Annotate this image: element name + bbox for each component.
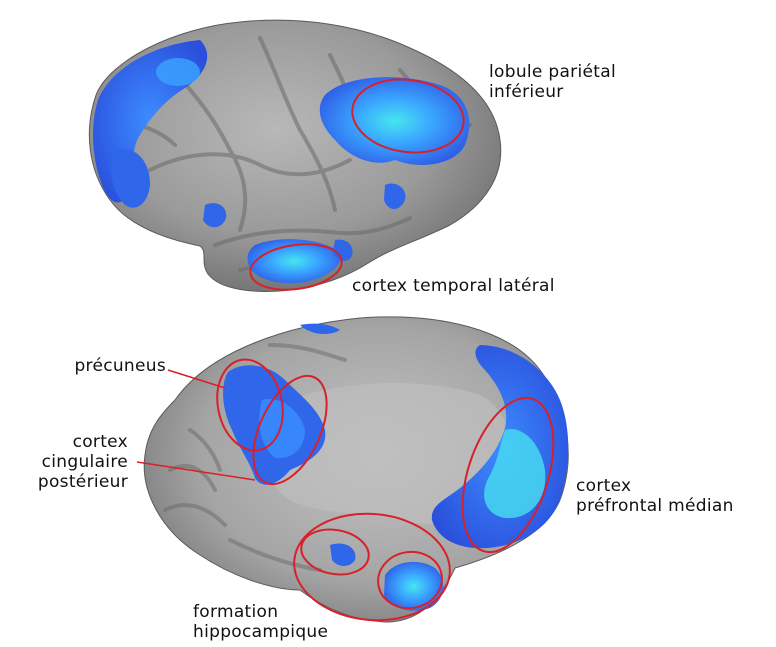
label-lateral-temporal: cortex temporal latéral [352, 276, 555, 296]
label-precuneus: précuneus [36, 356, 166, 376]
label-medial-prefrontal: cortex préfrontal médian [576, 476, 734, 516]
label-hippocampal: formation hippocampique [193, 602, 328, 642]
label-posterior-cingulate: cortex cingulaire postérieur [16, 432, 128, 492]
lateral-hemisphere [89, 20, 500, 295]
medial-hemisphere [137, 317, 571, 627]
label-inferior-parietal: lobule pariétal inférieur [489, 62, 616, 102]
